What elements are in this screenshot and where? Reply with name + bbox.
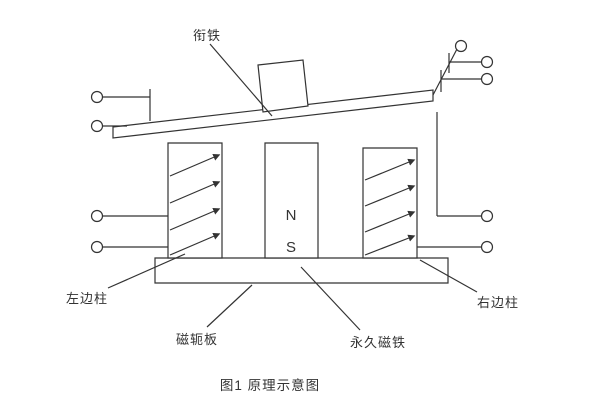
armature-bar bbox=[113, 60, 433, 138]
yoke-plate-shape bbox=[155, 258, 448, 283]
leader-permanent-magnet bbox=[301, 267, 360, 330]
terminal-left-3 bbox=[92, 211, 103, 222]
terminal-right-4 bbox=[482, 211, 493, 222]
leader-armature bbox=[210, 44, 272, 116]
label-permanent-magnet: 永久磁铁 bbox=[350, 335, 407, 350]
terminal-right-1 bbox=[456, 41, 467, 52]
permanent-magnet-shape bbox=[265, 143, 318, 258]
leader-left-column bbox=[108, 254, 185, 288]
figure-caption: 图1 原理示意图 bbox=[219, 378, 321, 393]
magnet-pole-n: N bbox=[286, 207, 297, 224]
terminal-left-4 bbox=[92, 242, 103, 253]
label-right-column: 右边柱 bbox=[477, 295, 520, 310]
terminal-right-2 bbox=[482, 57, 493, 68]
label-yoke-plate: 磁轭板 bbox=[176, 332, 219, 347]
terminal-left-1 bbox=[92, 92, 103, 103]
right-coil bbox=[363, 148, 417, 258]
leader-right-column bbox=[420, 260, 477, 292]
armature-block bbox=[258, 60, 308, 112]
magnet-pole-s: S bbox=[286, 239, 296, 256]
terminal-left-2 bbox=[92, 121, 103, 132]
leader-lines bbox=[108, 44, 477, 330]
label-armature: 衔铁 bbox=[193, 28, 222, 43]
terminal-right-5 bbox=[482, 242, 493, 253]
left-coil bbox=[168, 143, 222, 258]
terminal-right-3 bbox=[482, 74, 493, 85]
left-terminal-wiring bbox=[92, 89, 169, 253]
right-terminal-wiring bbox=[417, 41, 493, 253]
leader-yoke-plate bbox=[207, 285, 252, 327]
label-left-column: 左边柱 bbox=[66, 291, 109, 306]
